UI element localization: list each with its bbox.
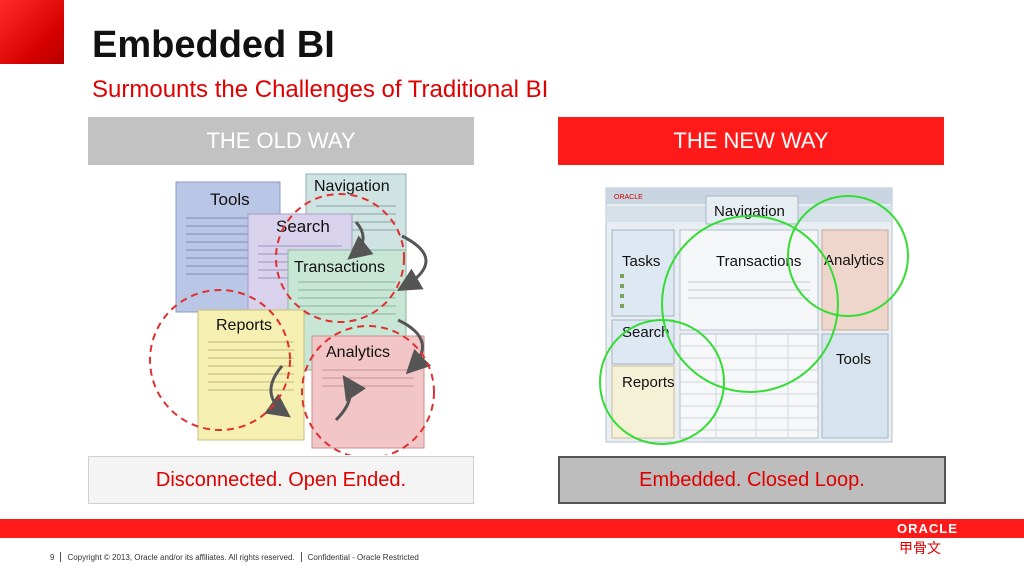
new-panel-navigation-label: Navigation xyxy=(714,203,785,220)
footer-separator xyxy=(300,552,302,562)
oracle-logo-cn: 甲骨文 xyxy=(899,541,941,557)
new-panel-tools-label: Tools xyxy=(836,351,871,368)
new-panel-tools: Tools xyxy=(821,333,889,439)
old-card-analytics-label: Analytics xyxy=(326,344,390,361)
old-way-arrows xyxy=(264,221,432,422)
old-card-analytics: Analytics xyxy=(311,335,425,449)
new-panel-transactions: Transactions xyxy=(679,229,819,331)
classification-text: Confidential - Oracle Restricted xyxy=(307,552,419,562)
old-way-illustration: Tools Navigation Search Transactions Rep… xyxy=(149,173,435,455)
slide-title: Embedded BI xyxy=(92,24,335,66)
new-data-table xyxy=(679,333,819,439)
page-number: 9 xyxy=(50,552,55,562)
new-way-heading: THE NEW WAY xyxy=(558,117,944,165)
new-panel-analytics-label: Analytics xyxy=(824,252,884,269)
oracle-logo: 甲骨文 xyxy=(899,541,941,557)
new-panel-reports: Reports xyxy=(611,365,675,439)
old-card-reports-label: Reports xyxy=(216,317,272,334)
app-window-brand: ORACLE xyxy=(614,194,643,201)
copyright-text: Copyright © 2013, Oracle and/or its affi… xyxy=(67,552,295,562)
old-card-reports: Reports xyxy=(197,309,305,441)
new-panel-tasks-label: Tasks xyxy=(622,253,660,270)
oracle-logo-wordmark: ORACLE xyxy=(897,521,958,536)
footer: 9 Copyright © 2013, Oracle and/or its af… xyxy=(50,552,419,562)
footer-separator xyxy=(60,552,62,562)
new-way-caption: Embedded. Closed Loop. xyxy=(558,456,946,504)
new-way-green-circles xyxy=(599,195,909,445)
new-way-illustration: ORACLE Navigation Tasks Transactions Ana… xyxy=(599,187,909,445)
new-panel-transactions-label: Transactions xyxy=(716,253,801,270)
new-panel-tasks: Tasks xyxy=(611,229,675,317)
old-card-navigation-label: Navigation xyxy=(314,178,390,195)
new-panel-search-label: Search xyxy=(622,324,670,341)
old-card-search-label: Search xyxy=(276,217,330,236)
new-panel-reports-label: Reports xyxy=(622,374,675,391)
new-panel-search: Search xyxy=(611,319,675,365)
new-panel-navigation: Navigation xyxy=(705,195,799,225)
footer-red-bar xyxy=(0,519,1024,538)
slide-subtitle: Surmounts the Challenges of Traditional … xyxy=(92,76,549,103)
old-way-red-circles xyxy=(149,193,435,455)
old-card-transactions-label: Transactions xyxy=(294,259,385,276)
old-way-caption: Disconnected. Open Ended. xyxy=(88,456,474,504)
old-card-tools-label: Tools xyxy=(210,190,250,209)
corner-accent xyxy=(0,0,64,64)
old-way-heading: THE OLD WAY xyxy=(88,117,474,165)
